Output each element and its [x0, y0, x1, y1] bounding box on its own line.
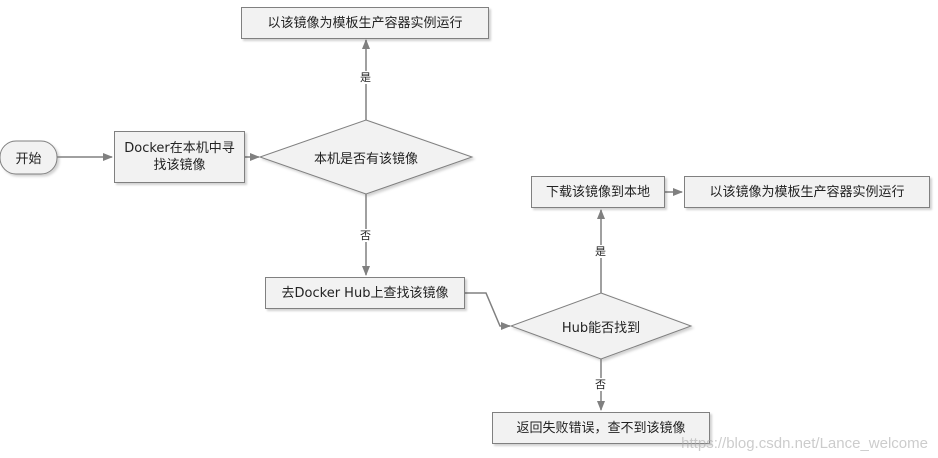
hub-found-label: Hub能否找到 — [561, 320, 641, 336]
edge-label-hub-no: 否 — [594, 378, 607, 391]
error-not-found-label: 返回失败错误，查不到该镜像 — [516, 420, 686, 436]
error-not-found-box: 返回失败错误，查不到该镜像 — [492, 412, 710, 444]
edge-label-local-yes: 是 — [359, 71, 372, 84]
search-hub-label: 去Docker Hub上查找该镜像 — [281, 285, 449, 301]
run-container-top-box: 以该镜像为模板生产容器实例运行 — [241, 7, 489, 39]
docker-local-search-label: Docker在本机中寻找该镜像 — [124, 141, 235, 173]
search-hub-box: 去Docker Hub上查找该镜像 — [265, 277, 465, 309]
docker-local-search-box: Docker在本机中寻找该镜像 — [114, 131, 245, 183]
start-label: 开始 — [15, 152, 42, 167]
run-container-right-box: 以该镜像为模板生产容器实例运行 — [684, 176, 930, 208]
run-container-top-label: 以该镜像为模板生产容器实例运行 — [267, 15, 463, 31]
download-image-box: 下载该镜像到本地 — [531, 176, 665, 208]
edge-hub-search-to-decision — [465, 292, 511, 330]
edge-label-local-no: 否 — [359, 229, 372, 242]
download-image-label: 下载该镜像到本地 — [545, 184, 650, 200]
local-has-image-label: 本机是否有该镜像 — [313, 151, 418, 167]
watermark: https://blog.csdn.net/Lance_welcome — [681, 435, 928, 452]
edge-label-hub-yes: 是 — [594, 245, 607, 258]
run-container-right-label: 以该镜像为模板生产容器实例运行 — [709, 184, 905, 200]
